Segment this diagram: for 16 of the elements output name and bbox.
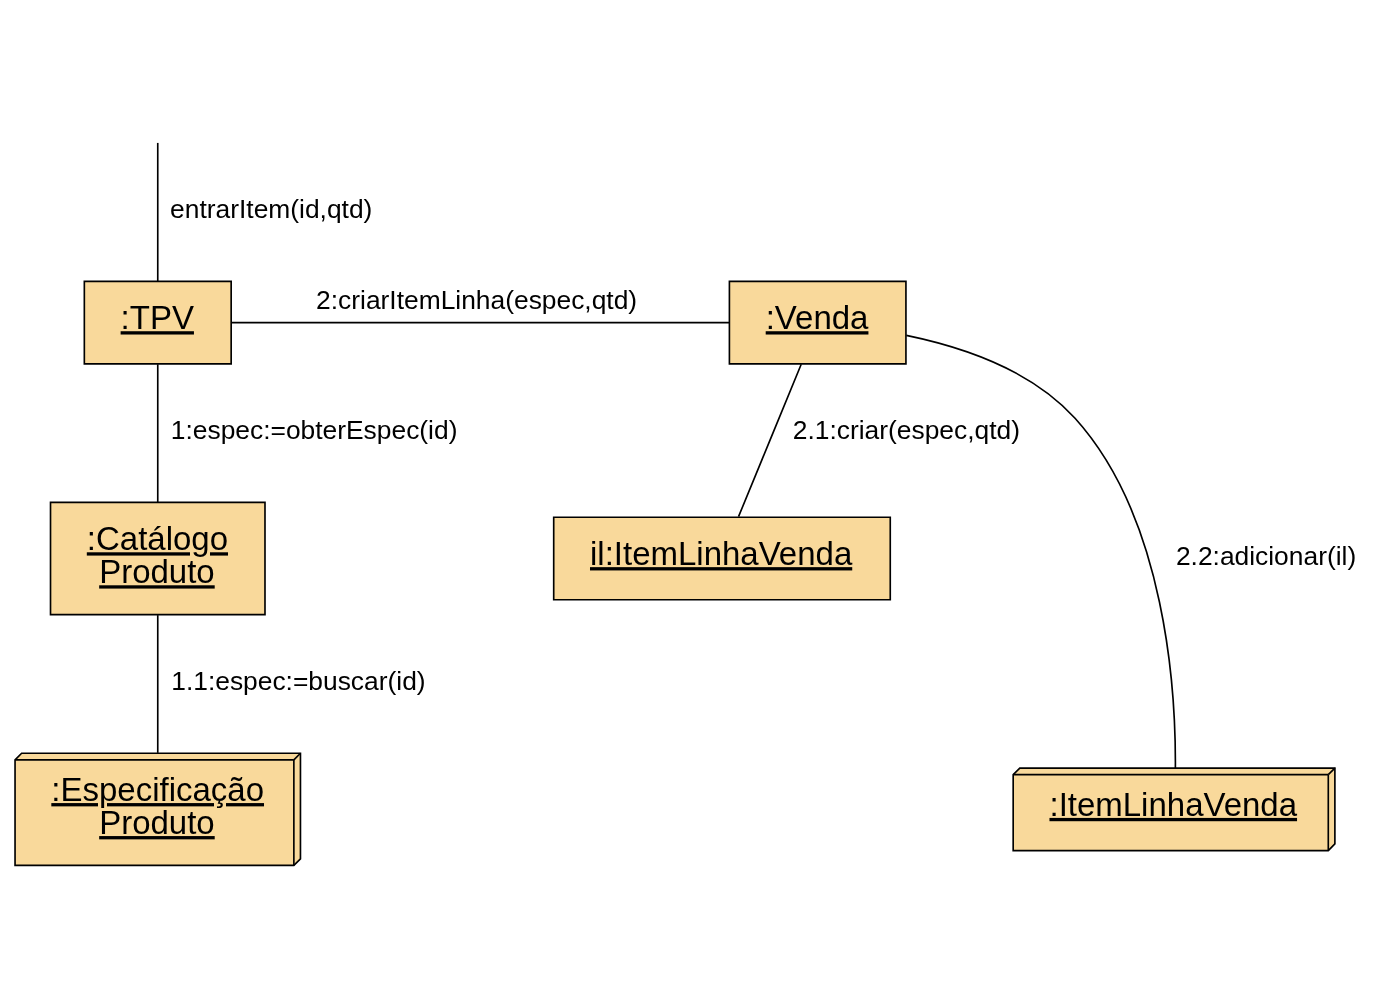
edge-label: 1:espec:=obterEspec(id)	[170, 415, 458, 446]
edge-label: entrarItem(id,qtd)	[170, 194, 373, 225]
connector	[230, 321, 731, 324]
edge-label: 1.1:espec:=buscar(id)	[171, 666, 426, 697]
node-box: :Venda	[728, 280, 907, 365]
connector	[156, 614, 159, 754]
edge-label: 2.1:criar(espec,qtd)	[792, 415, 1021, 446]
connector	[156, 142, 159, 282]
node-box: :Catálogo Produto	[49, 501, 266, 616]
node-box: il:ItemLinhaVenda	[552, 516, 892, 601]
edge-label: 2.2:adicionar(il)	[1175, 540, 1357, 571]
edge-label: 2:criarItemLinha(espec,qtd)	[316, 285, 638, 316]
connector	[737, 363, 803, 518]
connector	[156, 363, 159, 504]
node-box: :TPV	[83, 280, 232, 365]
connector	[905, 334, 1177, 769]
